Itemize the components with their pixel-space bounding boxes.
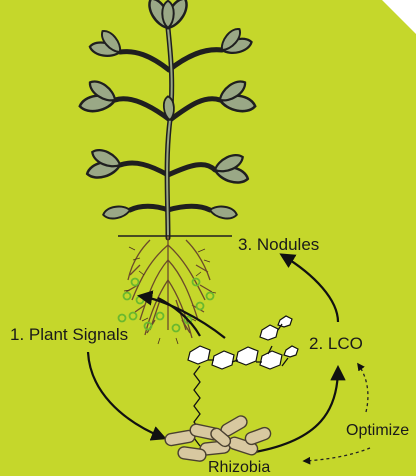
label-rhizobia: Rhizobia [208, 459, 270, 476]
label-optimize: Optimize [346, 422, 409, 439]
label-plant-signals: 1. Plant Signals [10, 325, 128, 344]
label-nodules: 3. Nodules [238, 235, 319, 254]
label-lco: 2. LCO [309, 334, 363, 353]
